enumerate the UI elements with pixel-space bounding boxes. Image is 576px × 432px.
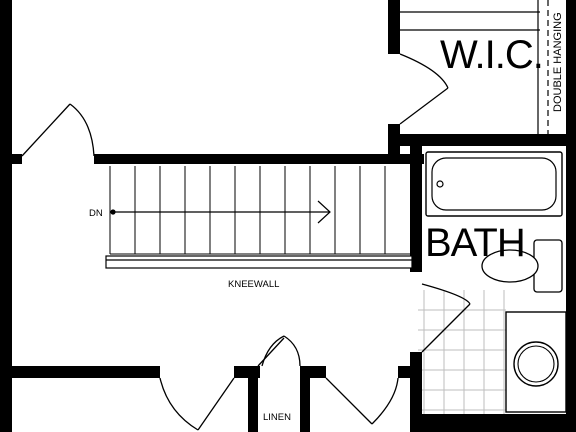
upper-left-door — [21, 103, 95, 157]
bathtub — [425, 151, 563, 217]
stair-direction-label: DN — [89, 208, 103, 219]
double-hanging-label: DOUBLE HANGING — [552, 12, 564, 112]
bath-tile-floor — [418, 290, 506, 414]
wic-hanging-rods — [400, 0, 549, 134]
kneewall-label: KNEEWALL — [228, 279, 279, 290]
lower-left-door — [159, 377, 235, 431]
bath-door — [421, 283, 471, 353]
stair-start-dot — [110, 209, 116, 215]
wic-door — [399, 53, 449, 125]
bath-label: BATH — [425, 221, 525, 265]
toilet — [481, 239, 563, 293]
lower-right-door — [325, 377, 399, 425]
stair-direction-arrow — [114, 200, 331, 224]
linen-label: LINEN — [263, 412, 291, 423]
linen-doors — [257, 335, 301, 367]
washer — [505, 311, 567, 413]
wic-label: W.I.C. — [440, 33, 543, 77]
kneewall — [105, 255, 413, 269]
stair — [109, 166, 410, 255]
